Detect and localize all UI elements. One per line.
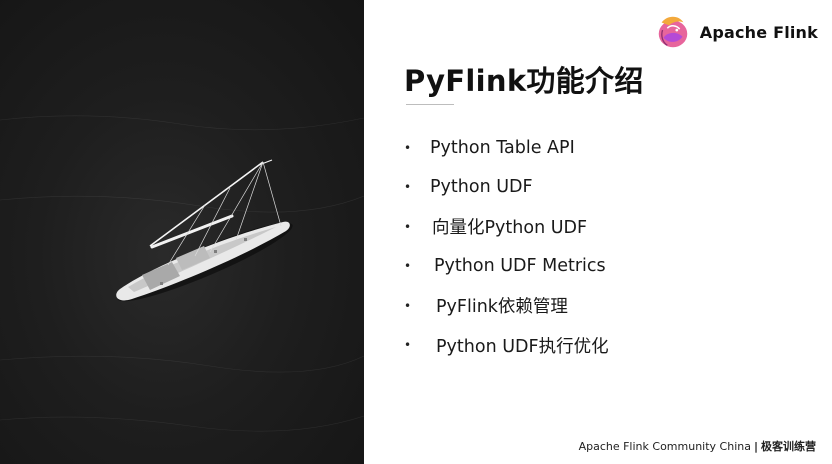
list-item: • PyFlink依赖管理: [404, 286, 814, 326]
list-item: • 向量化Python UDF: [404, 207, 814, 247]
sailboat-illustration: [0, 115, 364, 432]
list-item-label: Python Table API: [430, 137, 575, 158]
list-item-label: 向量化Python UDF: [432, 218, 588, 239]
bullet-icon: •: [404, 298, 412, 313]
list-item-label: Python UDF Metrics: [434, 256, 606, 277]
title-underline: [406, 104, 454, 105]
footer-camp: 极客训练营: [761, 440, 816, 453]
list-item-label: PyFlink依赖管理: [436, 297, 568, 318]
bullet-icon: •: [404, 219, 412, 234]
list-item-label: Python UDF: [430, 177, 533, 198]
footer-community: Apache Flink Community China: [578, 439, 751, 453]
footer-separator: |: [753, 439, 758, 453]
brand-name: Apache Flink: [699, 22, 818, 42]
apache-flink-logo: Apache Flink: [654, 12, 818, 52]
slide-footer: Apache Flink Community China | 极客训练营: [579, 438, 816, 454]
flink-squirrel-icon: [658, 16, 687, 48]
slide-title: PyFlink功能介绍: [404, 64, 644, 98]
list-item: • Python UDF执行优化: [404, 326, 814, 366]
sailboat-photo: [0, 0, 364, 464]
bullet-icon: •: [404, 259, 412, 274]
bullet-icon: •: [404, 338, 412, 353]
bullet-icon: •: [404, 140, 412, 155]
list-item: • Python UDF Metrics: [404, 247, 814, 287]
bullet-icon: •: [404, 180, 412, 195]
list-item-label: Python UDF执行优化: [436, 336, 609, 357]
feature-list: • Python Table API • Python UDF • 向量化Pyt…: [404, 128, 814, 365]
list-item: • Python UDF: [404, 168, 814, 208]
list-item: • Python Table API: [404, 128, 814, 168]
